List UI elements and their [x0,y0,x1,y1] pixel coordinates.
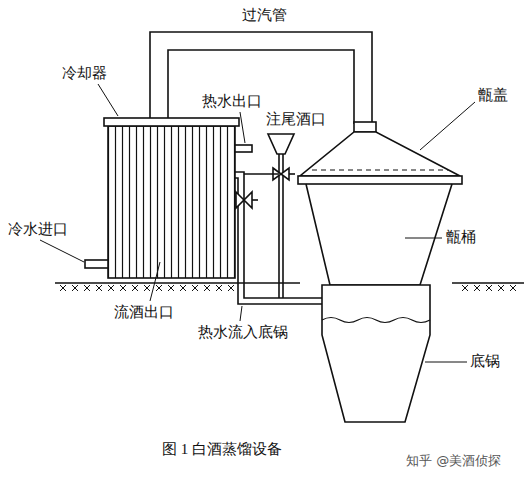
ground-hatch [168,285,174,291]
still-vessel [298,122,462,422]
part-label: 过汽管 [240,6,289,24]
ground-hatch [132,285,138,291]
ground [55,283,524,291]
figure-caption: 图 1 白酒蒸馏设备 [160,440,284,458]
leader-lines [40,84,475,362]
vapor-pipe [150,32,372,124]
ground-hatch [120,285,126,291]
ground-hatch [72,285,78,291]
cooler [85,118,252,278]
ground-hatch [486,285,492,291]
part-label: 热水流入底锅 [196,323,290,341]
ground-hatch [192,285,198,291]
ground-hatch [498,285,504,291]
part-label: 底锅 [468,352,502,370]
ground-hatch [84,285,90,291]
ground-hatch [510,285,516,291]
ground-hatch [228,285,234,291]
ground-hatch [462,285,468,291]
ground-hatch [60,285,66,291]
ground-hatch [144,285,150,291]
part-label: 甑桶 [444,228,478,246]
part-label: 热水出口 [200,92,264,110]
ground-hatch [474,285,480,291]
ground-hatch [204,285,210,291]
part-label: 甑盖 [476,86,510,104]
part-label: 冷水进口 [6,220,70,238]
part-label: 流酒出口 [112,303,176,321]
ground-hatch [156,285,162,291]
part-label: 注尾酒口 [264,110,328,128]
ground-hatch [96,285,102,291]
ground-hatch [216,285,222,291]
part-label: 冷却器 [60,64,109,82]
ground-hatch [180,285,186,291]
ground-hatch [108,285,114,291]
watermark: 知乎 @美酒侦探 [404,452,503,470]
